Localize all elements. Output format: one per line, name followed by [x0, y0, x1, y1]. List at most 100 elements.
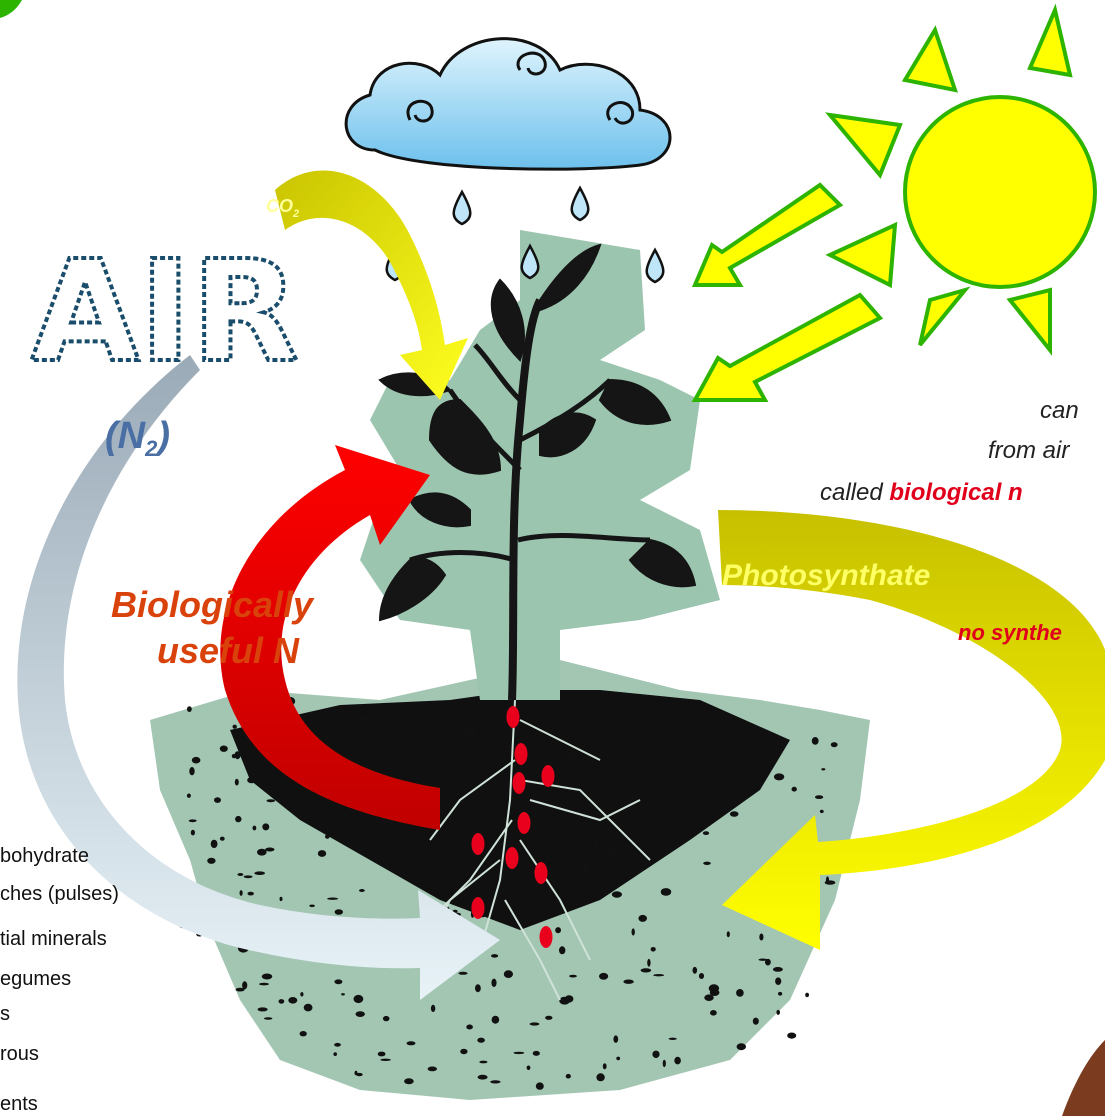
soil-speck [716, 793, 727, 796]
soil-speck [533, 1051, 540, 1056]
soil-speck [831, 742, 838, 747]
soil-speck [527, 1066, 531, 1071]
left-list: bohydrate ches (pulses) tial minerals eg… [0, 845, 119, 1115]
soil-speck [669, 1038, 677, 1040]
soil-speck [387, 759, 397, 765]
soil-speck [558, 830, 568, 836]
soil-speck [397, 828, 404, 834]
soil-speck [404, 1078, 414, 1084]
soil-speck [653, 974, 664, 976]
soil-speck [309, 905, 315, 908]
soil-speck [566, 857, 571, 864]
soil-speck [513, 799, 523, 806]
soil-speck [259, 983, 269, 986]
soil-speck [411, 854, 419, 862]
left-list-item: s [0, 1003, 10, 1025]
soil-speck [233, 725, 237, 729]
soil-speck [441, 808, 444, 813]
soil-speck [189, 767, 194, 775]
soil-speck [787, 1033, 796, 1039]
soil-speck [603, 1063, 607, 1069]
soil-speck [356, 1073, 363, 1076]
soil-speck [491, 954, 498, 958]
soil-speck [333, 1052, 337, 1056]
soil-speck [545, 1016, 552, 1020]
soil-speck [280, 897, 283, 901]
soil-speck [431, 1005, 435, 1012]
soil-speck [533, 719, 540, 722]
root-nodule [513, 772, 526, 794]
soil-speck [458, 972, 467, 975]
soil-speck [651, 947, 656, 952]
soil-speck [235, 816, 241, 822]
soil-speck [254, 871, 265, 875]
soil-speck [536, 1082, 544, 1089]
soil-speck [710, 1010, 717, 1016]
sun [830, 10, 1095, 350]
soil-speck [466, 1025, 473, 1030]
soil-speck [479, 700, 487, 703]
soil-speck [214, 797, 221, 803]
soil-speck [462, 722, 466, 730]
soil-speck [652, 1051, 659, 1058]
soil-speck [335, 909, 343, 915]
soil-speck [703, 831, 709, 835]
soil-speck [478, 1075, 488, 1080]
soil-speck [304, 1004, 313, 1012]
soil-speck [452, 701, 460, 708]
soil-speck [514, 1052, 525, 1054]
soil-speck [207, 858, 215, 864]
soil-speck [555, 927, 561, 933]
left-list-item: ents [0, 1093, 38, 1115]
soil-speck [466, 731, 476, 735]
air-label: AIR [31, 231, 299, 394]
soil-speck [635, 707, 645, 710]
no-synthetic-label: no synthe [958, 620, 1062, 645]
soil-speck [704, 994, 713, 1001]
left-list-item: tial minerals [0, 928, 107, 950]
soil-speck [792, 787, 797, 792]
root-nodule [507, 706, 520, 728]
soil-speck [693, 967, 698, 974]
soil-speck [262, 974, 273, 980]
air-cloud-text: AIR [31, 231, 299, 394]
soil-speck [482, 796, 491, 800]
soil-speck [253, 826, 257, 831]
soil-speck [490, 1080, 500, 1083]
soil-speck [725, 767, 731, 772]
soil-speck [620, 759, 627, 764]
soil-speck [657, 822, 660, 827]
soil-speck [481, 787, 486, 792]
soil-speck [679, 778, 685, 785]
soil-speck [397, 707, 400, 714]
soil-speck [631, 749, 641, 754]
soil-speck [566, 1074, 571, 1079]
soil-speck [759, 959, 768, 961]
soil-speck [599, 973, 608, 980]
soil-speck [565, 995, 574, 1002]
soil-speck [503, 734, 506, 739]
soil-speck [356, 1011, 365, 1017]
soil-speck [265, 848, 274, 852]
root-nodule [542, 765, 555, 787]
root-nodule [535, 862, 548, 884]
soil-speck [615, 779, 626, 784]
soil-speck [565, 868, 569, 876]
sunlight-arrows [695, 185, 880, 400]
soil-speck [737, 1043, 746, 1050]
soil-speck [427, 756, 433, 760]
soil-speck [681, 835, 686, 838]
soil-speck [569, 975, 577, 978]
bio-useful-line2: useful N [157, 630, 300, 671]
soil-speck [255, 773, 261, 776]
soil-speck [583, 865, 590, 873]
left-list-item: bohydrate [0, 845, 89, 867]
fixation-line1: can [1040, 397, 1079, 424]
soil-speck [220, 746, 228, 752]
soil-speck [699, 973, 704, 979]
soil-speck [775, 977, 781, 985]
soil-speck [371, 759, 375, 763]
root-nodule [506, 847, 519, 869]
soil-speck [606, 849, 615, 856]
soil-speck [300, 992, 303, 996]
